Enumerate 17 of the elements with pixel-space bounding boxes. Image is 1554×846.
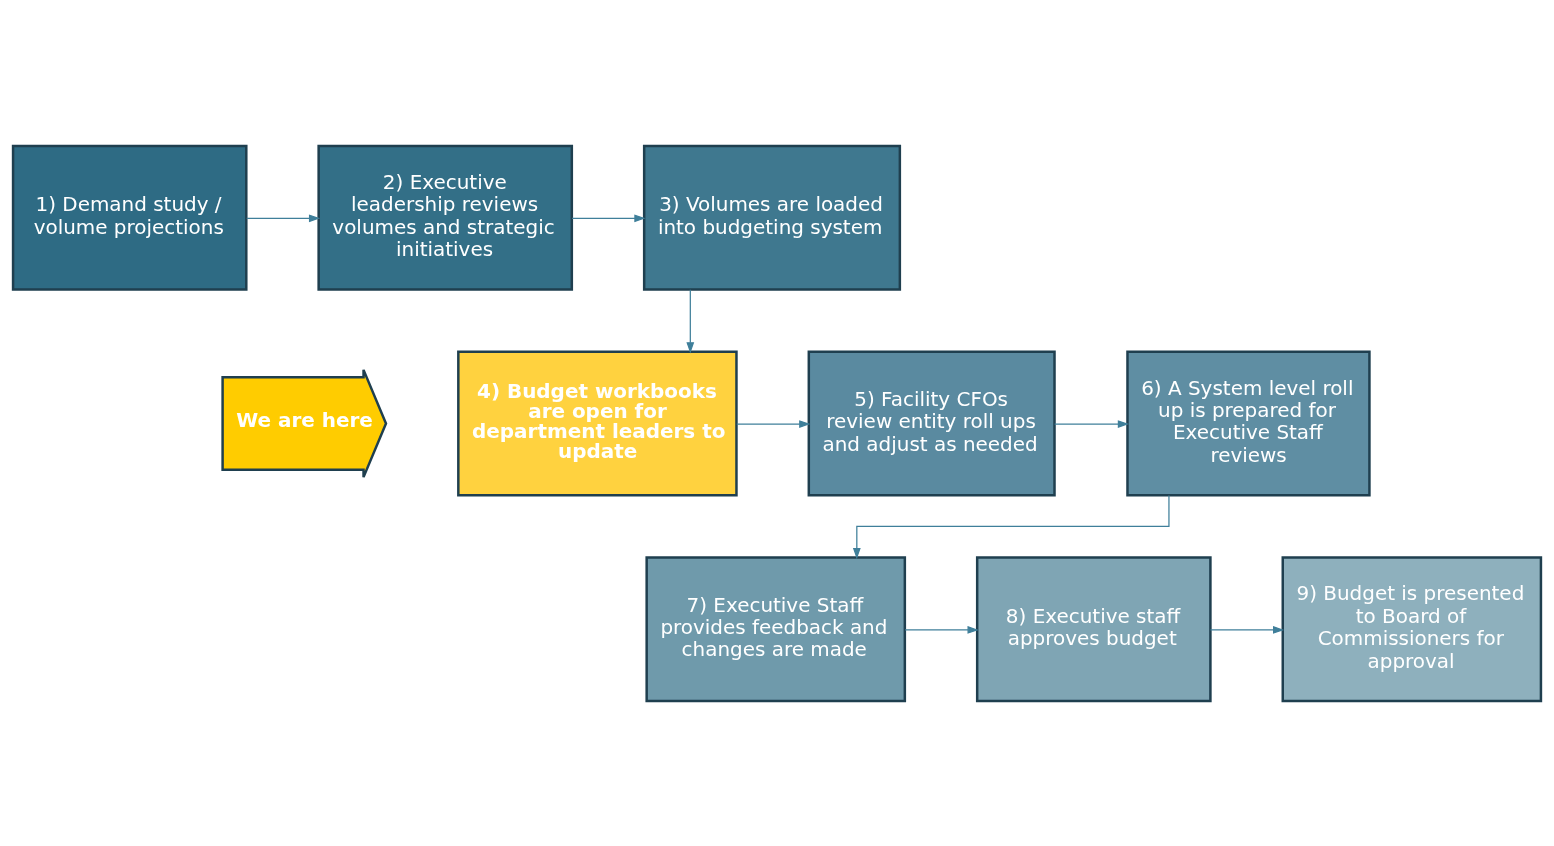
arrow [736,419,811,428]
node-box: 2) Executive leadership reviews volumes and strategic initiatives [317,144,574,291]
node-box: 8) Executive staff approves budget [975,555,1212,702]
arrow [571,213,646,222]
arrow [1209,625,1285,634]
arrow [246,213,321,222]
node-box: 1) Demand study / volume projections [11,144,248,291]
node-box: 7) Executive Staff provides feedback and changes are made [645,555,907,702]
node-box: 4) Budget workbooks are open for department leaders to update [457,350,738,496]
arrow [686,288,695,353]
node-box: 6) A System level roll up is prepared for Executive Staff reviews [1126,350,1371,496]
node-box: 5) Facility CFOs review entity roll ups and adjust as needed [807,350,1056,496]
node-box: 9) Budget is presented to Board of Commissioners for approval [1281,555,1543,702]
arrow [852,494,1170,559]
arrow [904,625,979,634]
arrow [1053,419,1130,428]
node-box: 3) Volumes are loaded into budgeting system [642,144,902,291]
